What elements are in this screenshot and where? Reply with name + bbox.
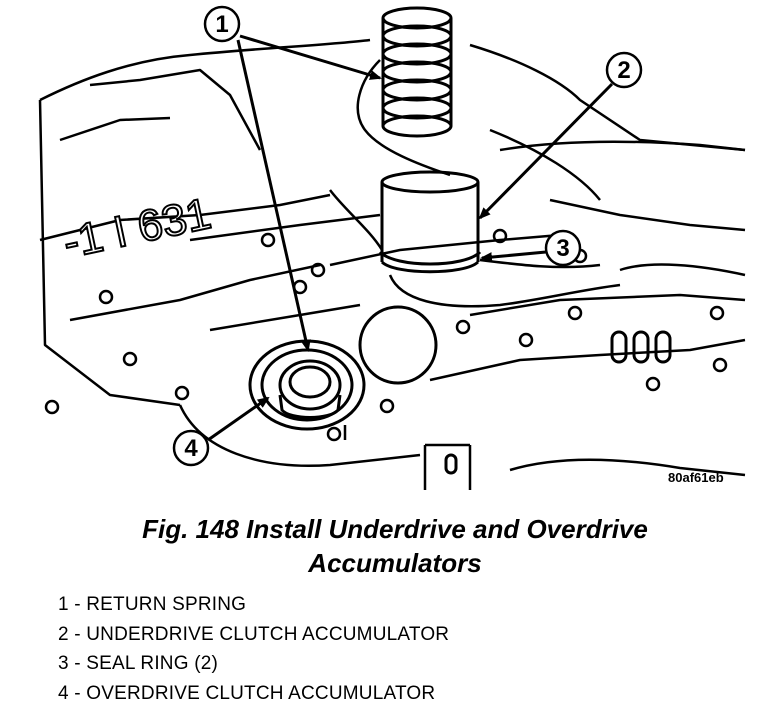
callout-2-number: 2	[617, 57, 630, 84]
callout-2: 2	[607, 53, 641, 87]
figure-code: 80af61eb	[668, 470, 724, 485]
valve-body	[40, 40, 745, 490]
legend-item-return-spring: 1 - RETURN SPRING	[58, 590, 449, 620]
parts-legend: 1 - RETURN SPRING 2 - UNDERDRIVE CLUTCH …	[58, 590, 449, 708]
casting-marks: -1 I 631	[59, 189, 215, 268]
callout-3-number: 3	[556, 235, 569, 262]
valve-body-bores	[360, 307, 670, 473]
callout-3: 3	[546, 231, 580, 265]
legend-item-underdrive-clutch-accumulator: 2 - UNDERDRIVE CLUTCH ACCUMULATOR	[58, 620, 449, 650]
callout-4-number: 4	[184, 435, 198, 462]
seal-ring	[380, 252, 480, 264]
figure-caption-line-2: Accumulators	[0, 546, 768, 580]
callout-1: 1	[205, 7, 239, 41]
underdrive-clutch-accumulator	[380, 172, 480, 272]
callout-3-arrow	[482, 252, 546, 258]
casting-mark-text: -1 I 631	[59, 189, 215, 268]
overdrive-clutch-accumulator	[250, 341, 364, 429]
callout-4: 4	[174, 431, 208, 465]
callout-1-number: 1	[215, 11, 228, 38]
legend-item-overdrive-clutch-accumulator: 4 - OVERDRIVE CLUTCH ACCUMULATOR	[58, 679, 449, 708]
callout-2-arrow	[480, 84, 612, 218]
callout-1-arrow-bore	[238, 40, 308, 350]
return-spring	[383, 8, 451, 136]
figure-caption-line-1: Fig. 148 Install Underdrive and Overdriv…	[0, 512, 768, 546]
accumulator-install-illustration: -1 I 631	[0, 0, 768, 500]
legend-item-seal-ring: 3 - SEAL RING (2)	[58, 649, 449, 679]
callout-4-arrow	[208, 398, 268, 440]
